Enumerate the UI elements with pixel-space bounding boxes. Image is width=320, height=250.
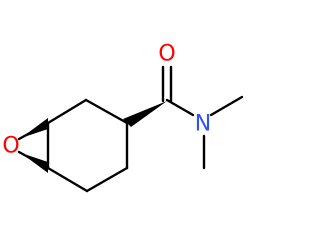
bond-c-n	[165, 98, 195, 117]
molecule-structure: O N O	[2, 42, 244, 193]
wedge-bond-epoxide-upper	[21, 118, 48, 138]
bond-ring-4	[46, 166, 89, 193]
bond-ring-6	[46, 98, 88, 125]
amide-nitrogen-label: N	[195, 112, 211, 137]
bond-ring-1	[84, 98, 129, 125]
epoxide-oxygen-label: O	[2, 134, 19, 159]
wedge-bond-epoxide-lower	[21, 153, 48, 173]
wedge-bond-amide	[123, 101, 167, 127]
carbonyl-oxygen-label: O	[158, 42, 175, 67]
bond-ring-3	[85, 166, 129, 193]
bond-n-methyl-1	[209, 95, 244, 117]
